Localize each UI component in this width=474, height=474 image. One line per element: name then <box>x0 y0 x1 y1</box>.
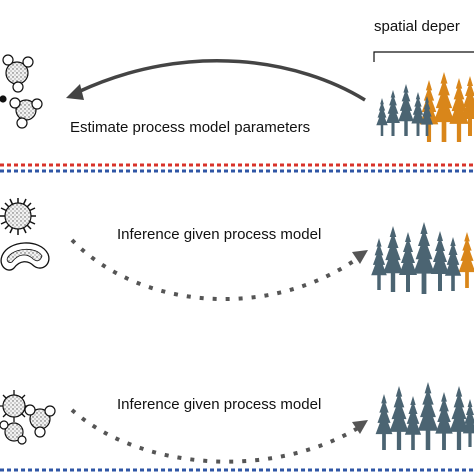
molecule-cluster-icon <box>0 390 56 445</box>
inference-label-1: Inference given process model <box>117 226 322 243</box>
inference-arrow-2 <box>70 408 368 464</box>
molecule-cluster-icon <box>0 54 43 129</box>
separator-top <box>0 163 474 173</box>
forest-icon <box>375 382 474 450</box>
forest-icon <box>376 72 474 142</box>
estimate-arrow <box>66 59 366 102</box>
kidney-bean-icon <box>0 242 50 271</box>
estimate-label: Estimate process model parameters <box>70 119 311 136</box>
inference-arrow-1 <box>70 238 368 301</box>
inference-label-2: Inference given process model <box>117 396 322 413</box>
spiky-ball-icon <box>0 198 36 235</box>
forest-icon <box>371 222 474 294</box>
spatial-dependence-label: spatial deper <box>374 18 460 35</box>
bracket-icon <box>373 51 474 62</box>
